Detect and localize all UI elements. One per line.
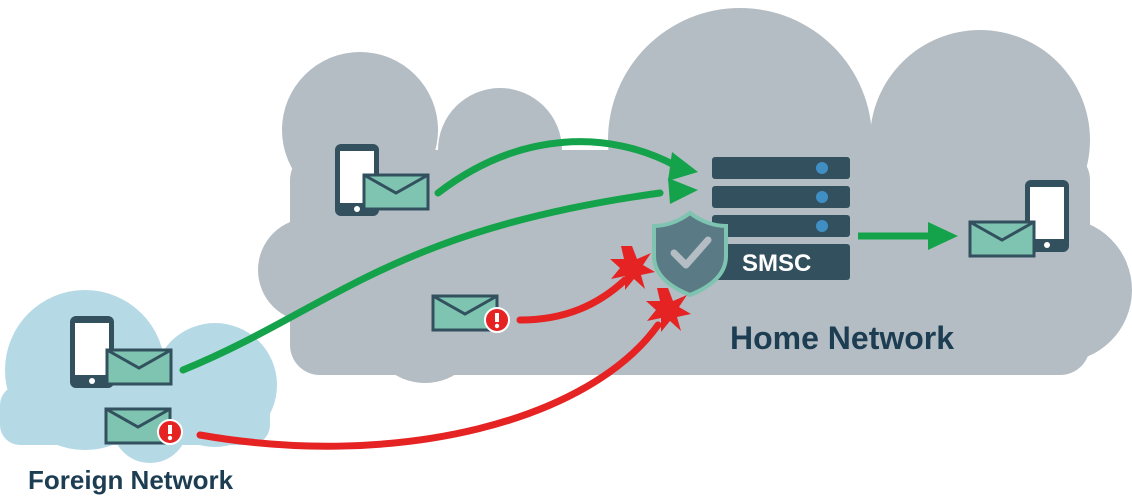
blocked-arrow-foreign [196, 321, 662, 450]
shield-check-icon [652, 210, 728, 298]
smsc-label: SMSC [742, 250, 811, 277]
envelope-icon [968, 220, 1036, 258]
accepted-arrowhead-home [668, 152, 698, 181]
blocked-arrow-home [516, 276, 629, 324]
alert-icon [157, 419, 183, 445]
accepted-arrow-foreign [179, 189, 664, 374]
accepted-arrowhead-delivery [928, 222, 958, 250]
accepted-arrow-home [434, 138, 680, 197]
envelope-icon [105, 348, 173, 386]
foreign-network-label: Foreign Network [28, 465, 234, 495]
home-network-label: Home Network [730, 320, 955, 356]
alert-icon [484, 307, 510, 333]
server-icon [712, 157, 850, 280]
accepted-arrowhead-foreign [668, 178, 698, 204]
envelope-icon [362, 173, 430, 211]
